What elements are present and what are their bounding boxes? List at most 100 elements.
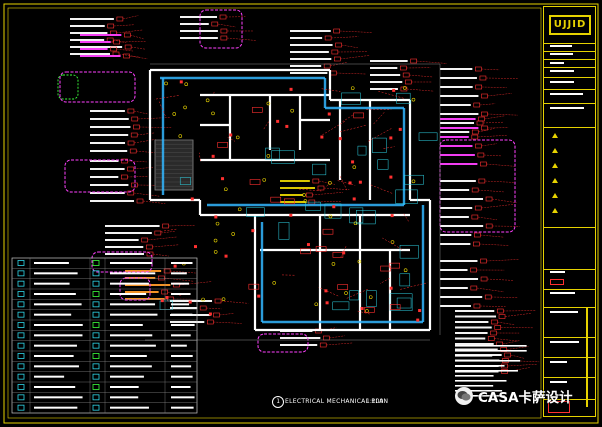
light-symbol — [350, 86, 355, 90]
callout-tag — [485, 223, 493, 229]
callout-tag — [484, 294, 492, 300]
light-symbol — [172, 112, 177, 116]
title-block-divider — [544, 307, 595, 308]
callout-tag — [330, 70, 337, 76]
annotation-text — [290, 37, 323, 39]
plan-scale: 1:100 — [366, 398, 384, 405]
legend-symbol — [92, 260, 100, 266]
callout-tag — [485, 196, 493, 202]
leader-line — [416, 60, 447, 64]
annotation-text — [70, 53, 111, 55]
callout-tag — [133, 124, 140, 130]
light-symbol — [237, 207, 242, 212]
callout-tag — [199, 305, 207, 311]
annotation-text — [440, 86, 473, 88]
callout-tag — [480, 161, 487, 167]
leader-line — [378, 90, 404, 99]
device-symbol — [160, 299, 164, 303]
leader-line — [263, 120, 270, 130]
device-symbol — [289, 87, 293, 91]
leader-line — [477, 134, 508, 138]
device-symbol — [416, 318, 420, 322]
title-block-text — [550, 62, 564, 64]
device-symbol — [173, 264, 177, 268]
light-symbol — [272, 281, 277, 285]
annotation-text — [440, 113, 479, 115]
legend-text — [110, 344, 156, 347]
title-block-text — [550, 81, 574, 83]
device-symbol — [276, 119, 280, 123]
note-text — [455, 355, 493, 357]
callout-tag — [127, 166, 134, 172]
legend-text — [34, 396, 83, 399]
leader-line — [486, 163, 515, 167]
legend-symbol — [92, 404, 100, 411]
fixture-outline — [265, 147, 280, 160]
fixture-outline — [396, 92, 411, 104]
leader-line — [147, 236, 178, 241]
leader-line — [329, 335, 345, 339]
legend-symbol — [92, 384, 100, 390]
device-symbol — [352, 197, 356, 201]
callout-tag — [470, 285, 478, 291]
annotation-text — [440, 145, 473, 147]
legend-text — [110, 272, 156, 275]
annotation-text — [455, 326, 492, 329]
leader-line — [497, 321, 515, 325]
annotation-text — [440, 154, 475, 156]
device-symbol — [342, 251, 346, 255]
legend-symbol — [17, 260, 25, 266]
leader-line — [502, 340, 520, 345]
leader-line — [137, 132, 155, 136]
annotation-text — [90, 118, 129, 120]
light-symbol — [365, 309, 369, 313]
leader-line — [486, 259, 519, 262]
legend-text — [34, 386, 76, 388]
title-block-text — [550, 53, 573, 55]
legend-text — [171, 365, 192, 368]
device-symbol — [338, 137, 342, 141]
leader-line — [212, 91, 215, 94]
legend-text — [110, 324, 143, 326]
leader-line — [481, 86, 507, 88]
callout-tag — [319, 342, 327, 348]
leader-line — [339, 176, 348, 191]
device-symbol — [327, 112, 331, 116]
callout-tag — [474, 205, 482, 211]
note-text — [455, 365, 505, 367]
legend-symbol — [92, 363, 100, 370]
leader-line — [168, 225, 195, 227]
revision-triangle-icon — [552, 163, 558, 168]
legend-text — [171, 406, 194, 409]
leader-line — [206, 307, 222, 310]
device-symbol — [389, 136, 393, 140]
device-symbol — [224, 254, 228, 258]
title-block-text — [550, 311, 578, 313]
legend-symbol — [17, 384, 25, 390]
callout-tag — [402, 72, 410, 78]
device-symbol — [211, 154, 215, 158]
annotation-text — [440, 77, 477, 79]
fixture-outline — [349, 290, 359, 301]
legend-text — [110, 365, 152, 368]
annotation-text — [180, 23, 209, 25]
note-text — [455, 390, 503, 392]
legend-symbol — [17, 322, 25, 328]
revision-triangle-icon — [552, 133, 558, 138]
device-symbol — [389, 175, 393, 179]
device-symbol — [348, 181, 352, 185]
leader-line — [331, 36, 359, 39]
fixture-outline — [395, 189, 418, 204]
leader-line — [487, 93, 512, 97]
leader-line — [484, 115, 506, 120]
leader-line — [119, 41, 146, 43]
annotation-text — [180, 16, 218, 18]
plan-layer — [148, 68, 438, 332]
revision-cloud — [257, 333, 309, 353]
panel-symbol — [284, 198, 295, 205]
note-text — [455, 350, 527, 352]
callout-tag — [504, 352, 511, 358]
title-block-divider — [544, 103, 595, 104]
